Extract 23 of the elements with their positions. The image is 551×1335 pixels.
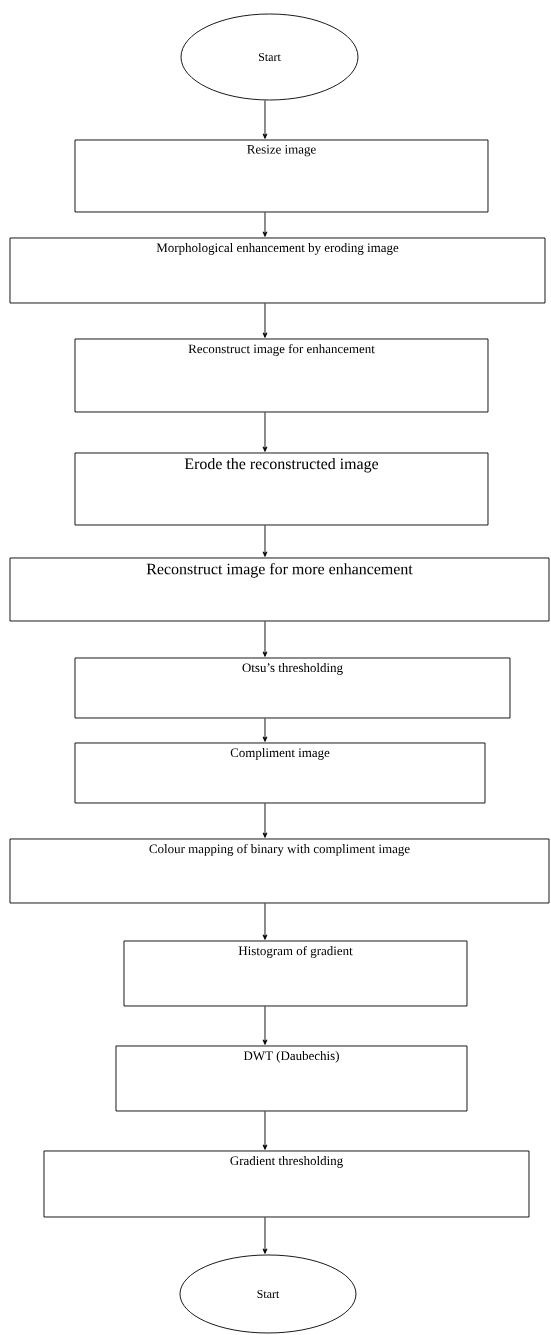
process-box: Morphological enhancement by eroding image (9, 237, 546, 304)
arrow (262, 525, 268, 557)
process-box: Reconstruct image for enhancement (74, 338, 489, 413)
process-box: Erode the reconstructed image (74, 452, 489, 526)
process-box: DWT (Daubechis) (115, 1045, 468, 1112)
process-box: Compliment image (74, 742, 486, 804)
arrow (262, 412, 268, 452)
arrow (262, 212, 268, 237)
process-box: Colour mapping of binary with compliment image (9, 838, 550, 904)
process-box: Otsu’s thresholding (74, 657, 511, 719)
arrow (262, 1006, 268, 1045)
process-box: Gradient thresholding (43, 1150, 530, 1218)
arrow (262, 1111, 268, 1150)
process-box: Histogram of gradient (123, 940, 468, 1007)
process-box: Resize image (74, 139, 489, 213)
arrow (262, 718, 268, 742)
arrow (262, 100, 268, 139)
arrow (262, 303, 268, 338)
arrow (262, 621, 268, 657)
arrow (262, 803, 268, 838)
arrow (262, 903, 268, 940)
process-box: Reconstruct image for more enhancement (9, 557, 550, 622)
arrow (262, 1217, 268, 1254)
